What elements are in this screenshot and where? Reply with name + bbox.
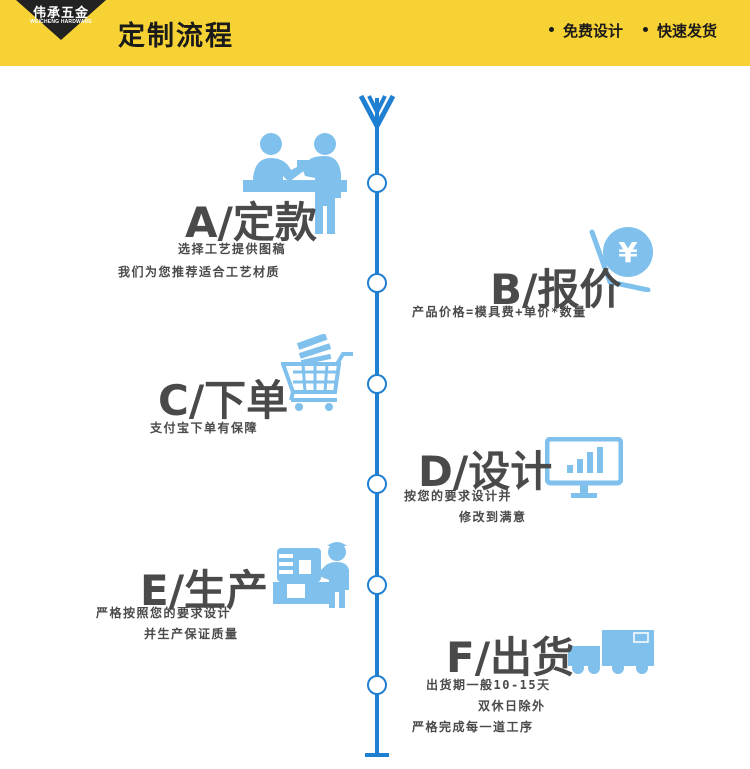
step-f-desc-line2: 双休日除外 [478,699,546,713]
timeline-end-cap [365,753,389,757]
bullet-icon [643,27,648,32]
step-d-title: D/设计 [418,447,553,496]
timeline-node-c [367,374,387,394]
step-c-desc-line1: 支付宝下单有保障 [150,421,259,435]
tag-fast-shipping: 快速发货 [643,20,717,41]
step-d-desc-line1: 按您的要求设计并 [404,489,513,503]
step-b-desc-line1: 产品价格=模具费+单价*数量 [412,305,587,319]
timeline-node-e [367,575,387,595]
step-e-title: E/生产 [140,566,269,615]
tag-free-design-label: 免费设计 [563,22,624,40]
worker-machine-icon [273,542,349,608]
timeline-node-f [367,675,387,695]
monitor-chart-icon [545,437,623,498]
step-a-desc-line2: 我们为您推荐适合工艺材质 [118,265,281,279]
step-f-title: F/出货 [446,633,575,682]
timeline-line [375,98,379,753]
step-b-title: B/报价 [490,265,622,314]
step-e-desc-line1: 严格按照您的要求设计 [96,606,232,620]
timeline-node-b [367,273,387,293]
customer-service-icon [243,133,347,234]
bullet-icon [549,27,554,32]
step-f-desc-line3: 严格完成每一道工序 [412,720,534,734]
arrow-down-icon [358,94,396,132]
svg-text:¥: ¥ [618,236,638,269]
step-d-desc-line2: 修改到满意 [459,510,527,524]
step-a-title: A/定款 [185,198,317,247]
delivery-truck-icon [568,630,654,674]
timeline-node-d [367,474,387,494]
timeline-node-a [367,173,387,193]
logo-subtitle: WEICHENG HARDWARE [30,19,92,25]
logo-name: 伟承五金 [32,6,89,21]
tag-free-design: 免费设计 [549,20,623,41]
page-title: 定制流程 [118,21,234,52]
step-c-title: C/下单 [158,376,289,425]
yen-price-icon: ¥ [589,227,653,292]
step-a-desc-line1: 选择工艺提供图稿 [178,242,287,256]
step-e-desc-line2: 并生产保证质量 [144,627,239,641]
step-f-desc-line1: 出货期一般10-15天 [426,678,551,692]
header-bar: 伟承五金 WEICHENG HARDWARE 定制流程 免费设计 快速发货 [0,0,750,66]
tag-fast-shipping-label: 快速发货 [657,22,718,40]
logo-badge [16,0,106,40]
shopping-cart-icon [281,334,353,411]
